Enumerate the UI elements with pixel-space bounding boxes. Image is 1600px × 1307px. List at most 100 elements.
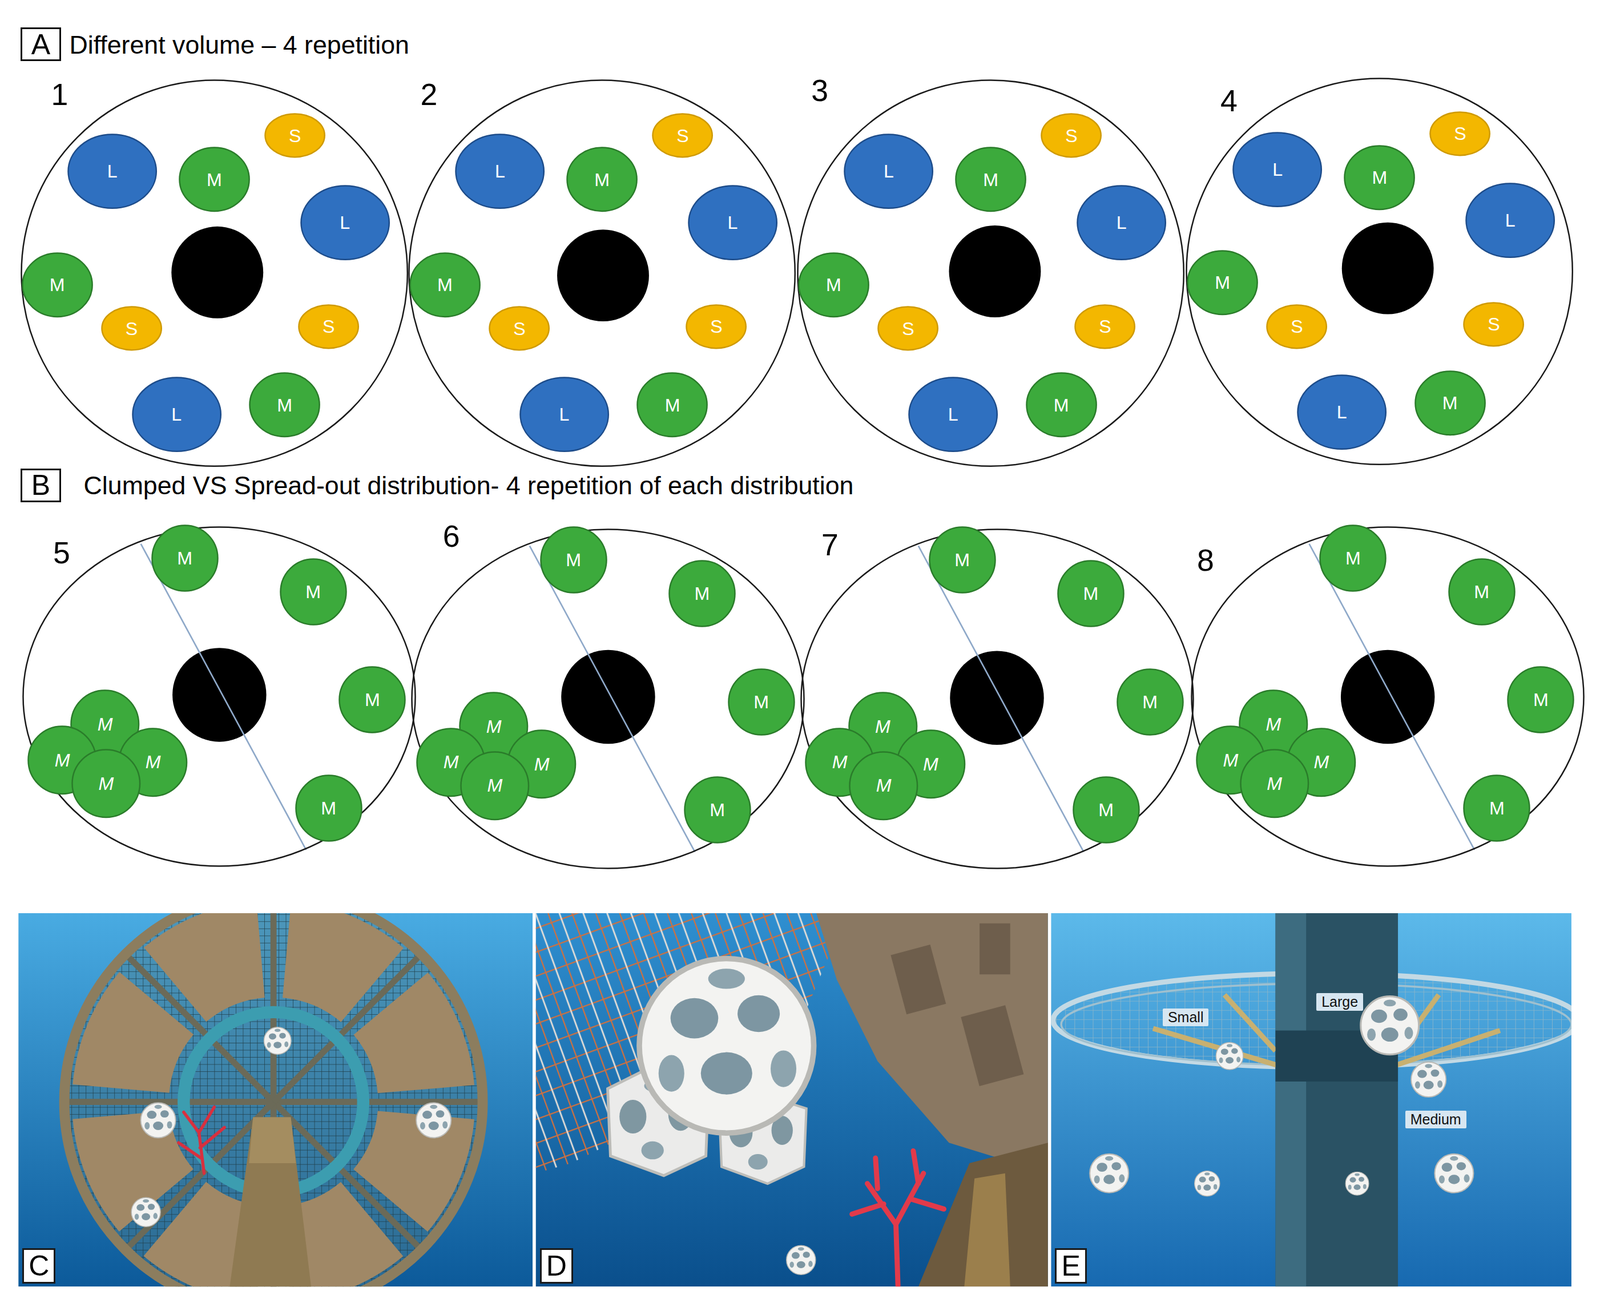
photo-e-illustration bbox=[1275, 913, 1307, 1287]
module-shape: M bbox=[279, 558, 348, 626]
size-letter: S bbox=[1290, 317, 1303, 336]
module-shape: M bbox=[566, 146, 638, 212]
module-outline bbox=[637, 373, 708, 437]
module-shape: M bbox=[338, 666, 406, 734]
module-outline bbox=[1073, 777, 1139, 844]
size-letter: S bbox=[1453, 124, 1466, 143]
size-letter: M bbox=[565, 550, 582, 570]
module-outline bbox=[280, 558, 346, 625]
size-letter: L bbox=[1336, 402, 1348, 422]
size-letter: M bbox=[1473, 582, 1490, 602]
layout-number: 2 bbox=[420, 79, 438, 111]
module-shape: L bbox=[454, 133, 545, 209]
photo-e-illustration bbox=[1089, 1154, 1129, 1194]
module-outline bbox=[540, 527, 607, 594]
module-shape: L bbox=[131, 376, 222, 453]
photo-c-illustration bbox=[64, 913, 483, 1287]
layout-circle: MMMMMMMM5 bbox=[22, 526, 417, 868]
module-shape: L bbox=[843, 133, 934, 209]
photo-c-illustration bbox=[64, 913, 483, 1287]
module-shape: L bbox=[687, 184, 778, 261]
module-shape: M bbox=[848, 751, 919, 821]
section-letter-box: A bbox=[20, 27, 62, 62]
module-shape: L bbox=[300, 184, 390, 261]
module-outline bbox=[908, 377, 997, 451]
module-outline bbox=[686, 304, 747, 349]
module-outline bbox=[67, 134, 156, 209]
module-outline bbox=[878, 307, 938, 351]
module-shape: S bbox=[877, 305, 939, 352]
photo-e-illustration bbox=[1194, 1171, 1220, 1197]
module-shape: M bbox=[151, 524, 219, 592]
size-letter: M bbox=[694, 584, 710, 603]
module-shape: S bbox=[651, 113, 713, 159]
size-letter: M bbox=[1266, 774, 1283, 793]
photo-e-illustration bbox=[1215, 1042, 1244, 1070]
module-shape: M bbox=[1448, 558, 1516, 626]
module-shape: M bbox=[636, 372, 708, 438]
photo-c-illustration bbox=[64, 913, 483, 1287]
circle-outline bbox=[1186, 78, 1573, 465]
module-outline bbox=[688, 185, 777, 260]
module-shape: M bbox=[248, 372, 321, 438]
size-letter: L bbox=[559, 405, 570, 424]
module-shape: S bbox=[101, 305, 163, 352]
photo-c-illustration bbox=[131, 1197, 161, 1227]
size-letter: M bbox=[486, 717, 502, 736]
photo-panel: C bbox=[18, 913, 533, 1287]
size-tag: Medium bbox=[1405, 1110, 1467, 1129]
layout-circle: SLMLMSSML4 bbox=[1185, 77, 1574, 466]
panel-letter: E bbox=[1054, 1248, 1087, 1284]
size-letter: M bbox=[954, 550, 970, 570]
photo-d-illustration bbox=[890, 944, 946, 1015]
circle-outline bbox=[23, 527, 416, 867]
divider-line bbox=[140, 543, 1475, 853]
photo-panel: SmallLargeMediumE bbox=[1050, 913, 1572, 1287]
module-outline bbox=[295, 775, 362, 841]
size-letter: L bbox=[948, 405, 959, 424]
size-letter: S bbox=[901, 319, 914, 338]
size-letter: S bbox=[1487, 315, 1500, 334]
photo-d-illustration bbox=[918, 1142, 1049, 1287]
module-outline bbox=[1464, 775, 1530, 841]
size-letter: M bbox=[832, 752, 848, 772]
module-shape: M bbox=[460, 751, 530, 821]
module-shape: M bbox=[1343, 144, 1416, 211]
size-letter: S bbox=[125, 319, 138, 338]
circle-outline bbox=[21, 80, 407, 467]
module-outline bbox=[1267, 304, 1327, 349]
module-outline bbox=[1448, 558, 1515, 625]
size-letter: M bbox=[1098, 800, 1114, 820]
photo-d-illustration bbox=[816, 913, 1049, 1174]
module-outline bbox=[956, 147, 1026, 212]
photo-c-illustration bbox=[140, 1102, 176, 1138]
photo-c-illustration bbox=[178, 1107, 225, 1174]
section-letter: B bbox=[31, 470, 51, 500]
size-letter: M bbox=[320, 799, 337, 818]
module-shape: S bbox=[1463, 301, 1525, 348]
size-letter: M bbox=[176, 549, 193, 568]
size-letter: M bbox=[1442, 393, 1458, 413]
circle-outline bbox=[800, 529, 1194, 869]
module-shape: M bbox=[954, 146, 1027, 212]
section-heading: Different volume – 4 repetition bbox=[69, 31, 410, 58]
module-outline bbox=[1464, 303, 1524, 347]
module-outline bbox=[849, 751, 918, 820]
size-letter: S bbox=[288, 126, 301, 145]
panel-letter: D bbox=[539, 1248, 574, 1284]
module-shape: S bbox=[1074, 304, 1136, 350]
size-letter: L bbox=[883, 162, 894, 181]
module-shape: M bbox=[668, 559, 736, 628]
module-outline bbox=[132, 377, 221, 451]
photo-e-illustration bbox=[1050, 913, 1572, 1287]
module-outline bbox=[1240, 750, 1309, 818]
size-tag: Large bbox=[1316, 993, 1364, 1011]
photo-c-illustration bbox=[125, 953, 274, 1102]
photo-c-illustration bbox=[273, 1098, 483, 1106]
size-label: Medium bbox=[1410, 1112, 1462, 1127]
module-shape: M bbox=[1239, 748, 1310, 819]
size-letter: M bbox=[594, 170, 610, 189]
module-shape: M bbox=[1116, 668, 1184, 736]
layout-circle: SLMLMSSML1 bbox=[20, 79, 409, 467]
